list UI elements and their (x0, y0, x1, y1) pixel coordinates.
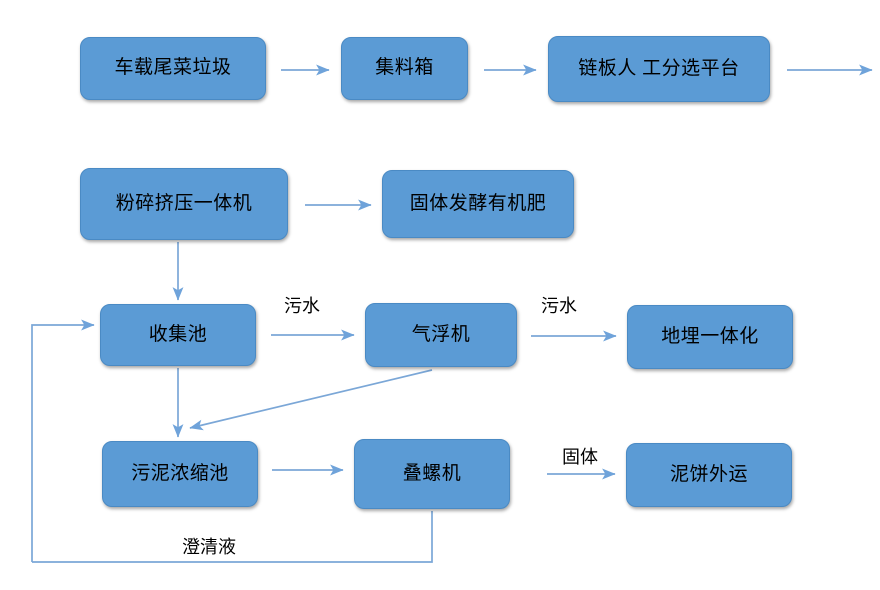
node-label: 地埋一体化 (661, 325, 759, 347)
node-label: 叠螺机 (402, 462, 462, 484)
edge-label-wastewater-1: 污水 (284, 296, 320, 316)
edge-label-solid: 固体 (562, 447, 598, 467)
node-label: 污泥浓缩池 (131, 462, 229, 484)
node-label: 固体发酵有机肥 (409, 192, 547, 214)
node-sludge-thickening-tank[interactable]: 污泥浓缩池 (102, 441, 258, 507)
node-label: 集料箱 (375, 57, 434, 79)
edge-label-clarified-liquid: 澄清液 (182, 537, 236, 557)
node-collection-bin[interactable]: 集料箱 (341, 37, 468, 100)
node-screw-press[interactable]: 叠螺机 (354, 439, 510, 509)
node-label: 车载尾菜垃圾 (114, 57, 232, 79)
connector-return-to-n6 (31, 319, 95, 562)
connector-n7-n9 (189, 369, 433, 431)
node-label: 泥饼外运 (669, 463, 748, 485)
node-label: 粉碎挤压一体机 (115, 192, 253, 214)
edge-label-wastewater-2: 污水 (541, 296, 577, 316)
node-label: 收集池 (148, 323, 208, 345)
node-air-flotation-machine[interactable]: 气浮机 (365, 303, 517, 367)
node-crushing-pressing-machine[interactable]: 粉碎挤压一体机 (80, 168, 288, 240)
node-collection-tank[interactable]: 收集池 (100, 304, 256, 366)
node-solid-fermentation-fertilizer[interactable]: 固体发酵有机肥 (382, 170, 574, 238)
node-label: 链板人 工分选平台 (578, 57, 740, 79)
node-vehicle-vegetable-waste[interactable]: 车载尾菜垃圾 (80, 37, 266, 100)
node-label: 气浮机 (411, 323, 471, 345)
node-buried-integrated-unit[interactable]: 地埋一体化 (627, 305, 793, 369)
node-mud-cake-transport[interactable]: 泥饼外运 (626, 443, 792, 507)
node-chain-plate-sorting-platform[interactable]: 链板人 工分选平台 (548, 36, 770, 102)
